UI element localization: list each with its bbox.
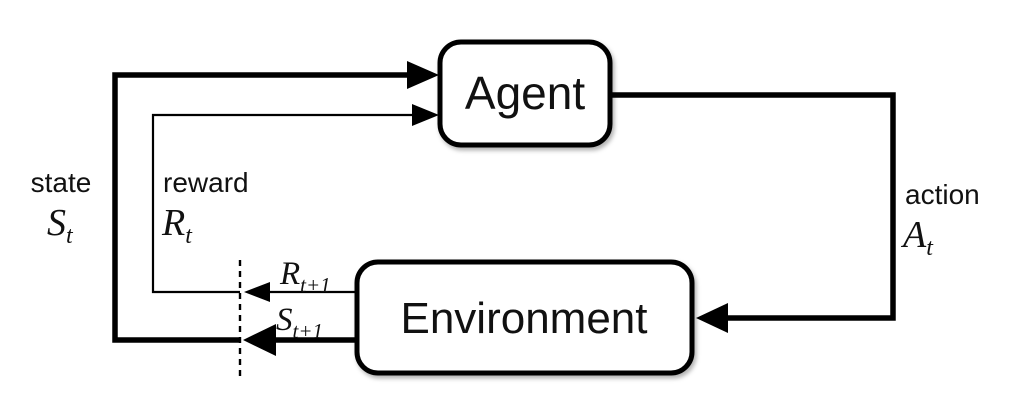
next-reward-symbol-subscript: t+1: [300, 273, 331, 297]
next-reward-symbol-label: Rt+1: [279, 256, 331, 297]
state-word-label: state: [31, 167, 92, 198]
action-arrowhead-icon: [696, 303, 728, 333]
action-symbol-label: At: [900, 214, 934, 261]
action-symbol-base: A: [900, 214, 927, 256]
reward-symbol-base: R: [161, 202, 185, 244]
action-word-label: action: [905, 179, 980, 210]
next-state-arrowhead-icon: [243, 324, 276, 356]
environment-node: [354, 259, 695, 376]
state-loop-arrow: [112, 61, 439, 356]
next-state-symbol-base: S: [276, 302, 293, 338]
state-line: [112, 72, 410, 343]
action-loop-arrow: [610, 92, 896, 333]
agent-label: Agent: [465, 67, 585, 119]
state-arrowhead-icon: [407, 61, 439, 89]
next-state-symbol-subscript: t+1: [293, 319, 324, 343]
reward-line: [151, 113, 414, 294]
next-reward-arrowhead-icon: [244, 282, 270, 302]
state-symbol-label: St: [47, 202, 74, 249]
reward-symbol-subscript: t: [185, 223, 193, 249]
agent-node: [437, 39, 613, 148]
state-symbol-subscript: t: [66, 223, 74, 249]
action-symbol-subscript: t: [926, 235, 934, 261]
state-symbol-base: S: [47, 202, 66, 244]
reward-loop-arrow: [151, 104, 439, 302]
reward-word-label: reward: [163, 167, 249, 198]
action-line: [610, 92, 896, 321]
environment-label: Environment: [400, 294, 647, 343]
next-reward-symbol-base: R: [279, 256, 300, 292]
reward-arrowhead-icon: [412, 104, 439, 126]
reward-symbol-label: Rt: [161, 202, 193, 249]
next-state-symbol-label: St+1: [276, 302, 323, 343]
